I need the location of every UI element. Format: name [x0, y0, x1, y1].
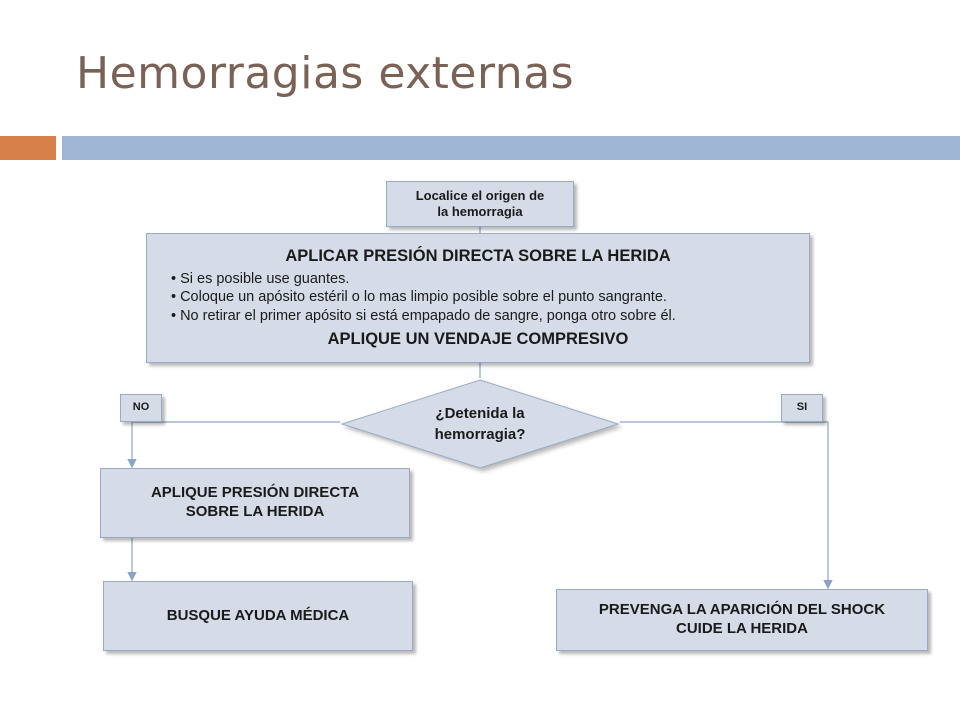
decision-line1: ¿Detenida la [435, 405, 525, 422]
connector-decision-to-no [127, 421, 340, 469]
direct-pressure-footer: APLIQUE UN VENDAJE COMPRESIVO [327, 330, 629, 349]
step-prevent-shock-line1: PREVENGA LA APARICIÓN DEL SHOCK [598, 601, 886, 619]
direct-pressure-bullet: Si es posible use guantes. [171, 270, 676, 289]
step-apply-pressure-line1: APLIQUE PRESIÓN DIRECTA [150, 484, 360, 502]
step-locate-origin: Localice el origen de la hemorragia [386, 181, 574, 227]
connector-decision-to-si [620, 421, 833, 590]
step-direct-pressure: APLICAR PRESIÓN DIRECTA SOBRE LA HERIDA … [146, 233, 810, 363]
decision-diamond [340, 379, 620, 469]
step-prevent-shock-line2: CUIDE LA HERIDA [676, 620, 808, 637]
branch-no-label: NO [120, 394, 162, 422]
decision-label: ¿Detenida la hemorragia? [340, 378, 620, 470]
step-seek-help: BUSQUE AYUDA MÉDICA [103, 581, 413, 651]
direct-pressure-title: APLICAR PRESIÓN DIRECTA SOBRE LA HERIDA [285, 247, 671, 266]
direct-pressure-list: Si es posible use guantes. Coloque un ap… [159, 270, 676, 326]
direct-pressure-bullet: Coloque un apósito estéril o lo mas limp… [171, 288, 676, 307]
step-locate-origin-line1: Localice el origen de [415, 187, 545, 203]
accent-bar-orange [0, 136, 56, 160]
decision-line2: hemorragia? [434, 426, 526, 443]
branch-si-label: SI [781, 394, 823, 422]
accent-bar-blue [62, 136, 960, 160]
direct-pressure-bullet: No retirar el primer apósito si está emp… [171, 307, 676, 326]
slide-title: Hemorragias externas [76, 48, 575, 99]
step-apply-pressure-line2: SOBRE LA HERIDA [185, 503, 325, 520]
step-apply-pressure: APLIQUE PRESIÓN DIRECTA SOBRE LA HERIDA [100, 468, 410, 538]
step-locate-origin-line2: la hemorragia [437, 204, 523, 219]
step-prevent-shock: PREVENGA LA APARICIÓN DEL SHOCK CUIDE LA… [556, 589, 928, 651]
